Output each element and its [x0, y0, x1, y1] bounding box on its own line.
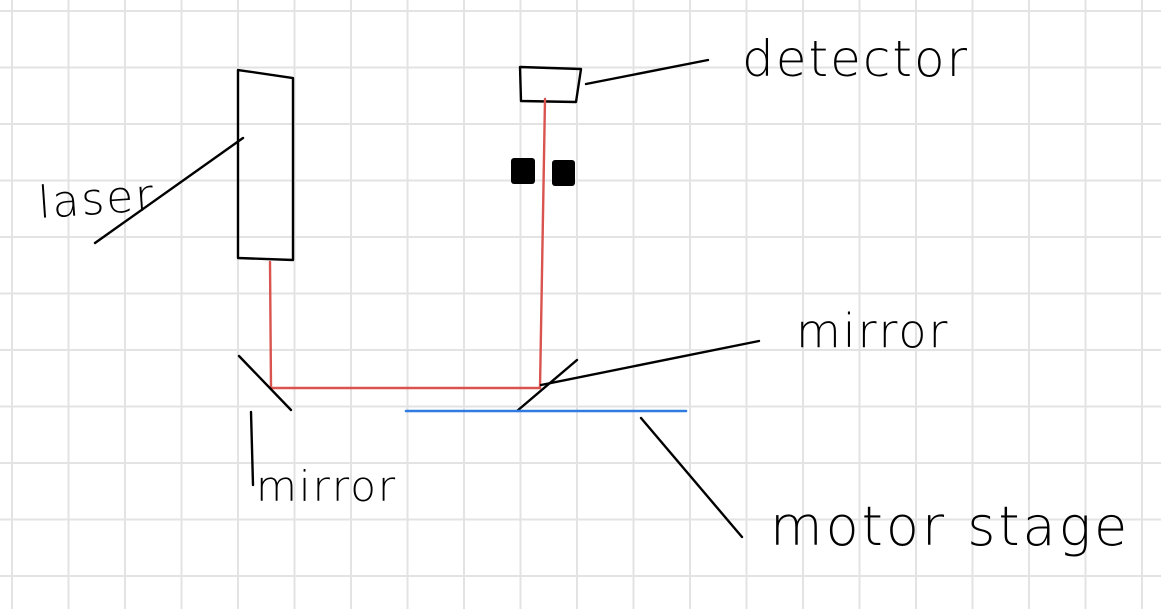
motor-stage-leader-line: [639, 416, 744, 539]
detector-box: [518, 65, 583, 104]
right-mirror-leader-line: [539, 339, 761, 387]
motor-stage-label: motor stage: [770, 495, 1131, 558]
aperture-block-left: [511, 158, 535, 184]
right-mirror-label: mirror: [796, 304, 950, 358]
left-mirror-label: mirror: [256, 462, 398, 511]
aperture-block-right: [552, 160, 575, 186]
detector-label: detector: [742, 30, 970, 88]
left-mirror: [237, 354, 293, 412]
laser-beam-path: [268, 97, 547, 390]
laser-box: [236, 68, 295, 262]
detector-leader-line: [584, 58, 710, 86]
left-mirror-leader-line: [249, 410, 255, 487]
right-mirror: [515, 358, 579, 413]
laser-label: laser: [36, 169, 157, 230]
laser-leader-line: [93, 136, 245, 245]
